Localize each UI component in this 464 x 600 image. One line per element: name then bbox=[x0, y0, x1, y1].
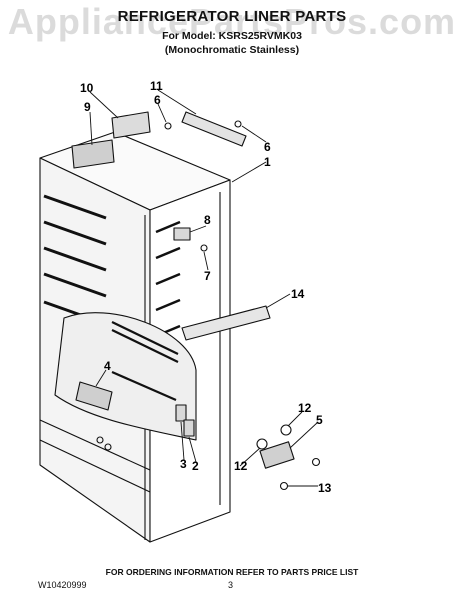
callout-label: 8 bbox=[204, 213, 211, 227]
screw-part-7 bbox=[200, 244, 208, 252]
callout-label: 11 bbox=[150, 79, 163, 93]
callout-label: 6 bbox=[264, 140, 271, 154]
model-line: For Model: KSRS25RVMK03 bbox=[162, 30, 302, 42]
page-title: REFRIGERATOR LINER PARTS bbox=[117, 8, 347, 25]
cap-part-12b bbox=[256, 438, 268, 450]
page-number: 3 bbox=[228, 580, 234, 590]
callout-label: 9 bbox=[84, 100, 91, 114]
callout-label: 7 bbox=[204, 269, 211, 283]
left-shelf-rails bbox=[43, 194, 107, 326]
vent-part-4 bbox=[75, 381, 113, 411]
screw-part-6b bbox=[234, 120, 242, 128]
tab-part-3 bbox=[175, 404, 187, 422]
callout-label: 12 bbox=[298, 401, 312, 415]
callout-label: 12 bbox=[234, 459, 248, 473]
control-housing bbox=[111, 111, 151, 139]
callout-label: 2 bbox=[192, 459, 199, 473]
callout-label: 10 bbox=[80, 81, 94, 95]
light-housing bbox=[71, 139, 115, 169]
watermark: AppliancePartsPros.com bbox=[7, 1, 457, 42]
ordering-info: FOR ORDERING INFORMATION REFER TO PARTS … bbox=[105, 567, 359, 577]
bar-part-14 bbox=[181, 305, 271, 341]
screw-part-13b bbox=[279, 481, 289, 491]
document-code: W10420999 bbox=[38, 580, 87, 590]
bracket-part-8 bbox=[173, 227, 191, 241]
drawer-slides bbox=[111, 321, 179, 402]
callout-label: 6 bbox=[154, 93, 161, 107]
cap-part-12a bbox=[280, 424, 292, 436]
handle-part-5 bbox=[259, 441, 295, 469]
leader-lines bbox=[89, 89, 319, 487]
rail-part-11 bbox=[181, 111, 247, 147]
callout-label: 13 bbox=[318, 481, 332, 495]
tab-part-2 bbox=[183, 419, 195, 437]
callout-numbers: 10 11 9 6 6 1 8 7 14 4 12 5 3 2 12 13 bbox=[80, 79, 332, 495]
callout-label: 5 bbox=[316, 413, 323, 427]
liner-drawing bbox=[39, 111, 321, 543]
callout-label: 14 bbox=[291, 287, 305, 301]
screw-part-13a bbox=[311, 457, 321, 467]
screw-part-6a bbox=[164, 122, 172, 130]
variant-line: (Monochromatic Stainless) bbox=[164, 44, 300, 56]
callout-label: 1 bbox=[264, 155, 271, 169]
callout-label: 4 bbox=[104, 359, 111, 373]
callout-label: 3 bbox=[180, 457, 187, 471]
